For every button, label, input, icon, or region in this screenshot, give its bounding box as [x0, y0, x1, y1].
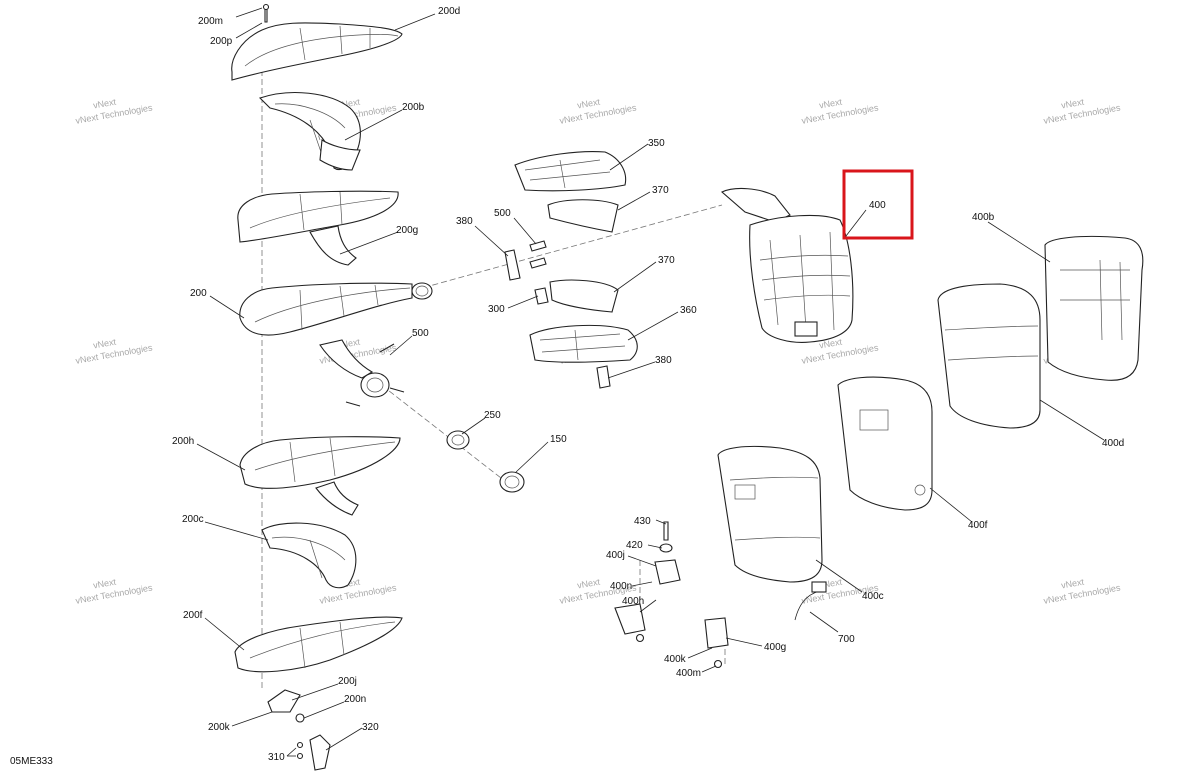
part-200m-screw — [262, 3, 270, 23]
callout-200h: 200h — [172, 436, 194, 447]
svg-text:vNext: vNext — [92, 337, 117, 351]
part-380-clamp-lower — [596, 365, 611, 389]
svg-text:vNext: vNext — [92, 97, 117, 111]
part-400-muffler — [720, 187, 854, 343]
watermark: vNext vNext Technologies — [75, 577, 154, 606]
part-370-sleeve — [547, 199, 619, 233]
callout-400h: 400h — [622, 596, 644, 607]
callout-400: 400 — [869, 200, 886, 211]
callout-420: 420 — [626, 540, 643, 551]
part-420-grommet — [659, 543, 673, 553]
part-350-heat-shield — [514, 151, 627, 192]
part-400j-bracket — [654, 559, 681, 585]
callout-400c: 400c — [862, 591, 884, 602]
part-200h-lower-cover — [239, 436, 401, 516]
callout-200n: 200n — [344, 694, 366, 705]
part-200j-bracket — [267, 689, 305, 723]
part-200b-heat-shield — [258, 92, 361, 171]
watermark: vNext vNext Technologies — [1043, 97, 1122, 126]
part-400b-cover — [1044, 235, 1144, 381]
leader-lines — [196, 7, 1105, 757]
part-700-sensor — [794, 581, 827, 621]
part-360-heat-shield — [529, 324, 638, 363]
highlight-box-400 — [842, 169, 914, 240]
callout-labels: 200m 200p 200d 200b 200g 200 500 200h 20… — [172, 6, 1124, 763]
callout-370-upper: 370 — [652, 185, 669, 196]
callout-200p: 200p — [210, 36, 233, 47]
watermark: vNext vNext Technologies — [1043, 577, 1122, 606]
watermark: vNext vNext Technologies — [559, 97, 638, 126]
part-400d-cover — [937, 283, 1041, 429]
callout-360: 360 — [680, 305, 697, 316]
callout-400n: 400n — [610, 581, 632, 592]
callout-400m: 400m — [676, 668, 701, 679]
part-400f-panel — [837, 376, 933, 511]
callout-200j: 200j — [338, 676, 357, 687]
watermark: vNext vNext Technologies — [801, 97, 880, 126]
callout-700: 700 — [838, 634, 855, 645]
part-150-gasket — [499, 471, 525, 493]
figure-id: 05ME333 — [10, 756, 53, 767]
callout-350: 350 — [648, 138, 665, 149]
callout-500-right: 500 — [494, 208, 511, 219]
callout-400k: 400k — [664, 654, 687, 665]
part-400h-bracket — [614, 603, 646, 643]
svg-text:vNext: vNext — [92, 577, 117, 591]
svg-text:vNext: vNext — [1060, 577, 1085, 591]
callout-200k: 200k — [208, 722, 231, 733]
part-200c-shield — [261, 522, 357, 589]
callout-380-upper: 380 — [456, 216, 473, 227]
part-200g-cover — [237, 190, 399, 266]
part-200f-bottom-cover — [234, 616, 403, 673]
part-400g-bracket — [704, 617, 729, 669]
callout-400g: 400g — [764, 642, 786, 653]
callout-500-left: 500 — [412, 328, 429, 339]
part-200-expansion-chamber — [239, 282, 433, 407]
svg-text:vNext: vNext — [576, 97, 601, 111]
callout-310: 310 — [268, 752, 285, 763]
svg-text:vNext: vNext — [818, 97, 843, 111]
callout-200: 200 — [190, 288, 207, 299]
callout-200b: 200b — [402, 102, 425, 113]
callout-370-lower: 370 — [658, 255, 675, 266]
part-500-springs-upper — [529, 240, 547, 269]
part-380-clamp — [504, 249, 521, 281]
part-400c-outer-cover — [717, 445, 823, 583]
callout-400f: 400f — [968, 520, 988, 531]
callout-150: 150 — [550, 434, 567, 445]
callout-250: 250 — [484, 410, 501, 421]
part-300-gasket — [534, 287, 549, 305]
watermark: vNext vNext Technologies — [75, 97, 154, 126]
part-200d-top-cover — [231, 22, 403, 81]
callout-380-lower: 380 — [655, 355, 672, 366]
part-250-gasket — [446, 430, 470, 450]
callout-430: 430 — [634, 516, 651, 527]
callout-200c: 200c — [182, 514, 204, 525]
svg-text:vNext: vNext — [576, 577, 601, 591]
callout-400j: 400j — [606, 550, 625, 561]
callout-200f: 200f — [183, 610, 203, 621]
part-370-sleeve-lower — [549, 279, 619, 313]
part-430-bolt — [663, 521, 669, 541]
part-320-bracket — [296, 734, 331, 771]
watermark: vNext vNext Technologies — [75, 337, 154, 366]
callout-320: 320 — [362, 722, 379, 733]
callout-400b: 400b — [972, 212, 995, 223]
callout-200d: 200d — [438, 6, 460, 17]
callout-400d: 400d — [1102, 438, 1124, 449]
callout-200m: 200m — [198, 16, 223, 27]
callout-200g: 200g — [396, 225, 418, 236]
svg-text:vNext: vNext — [1060, 97, 1085, 111]
callout-300: 300 — [488, 304, 505, 315]
